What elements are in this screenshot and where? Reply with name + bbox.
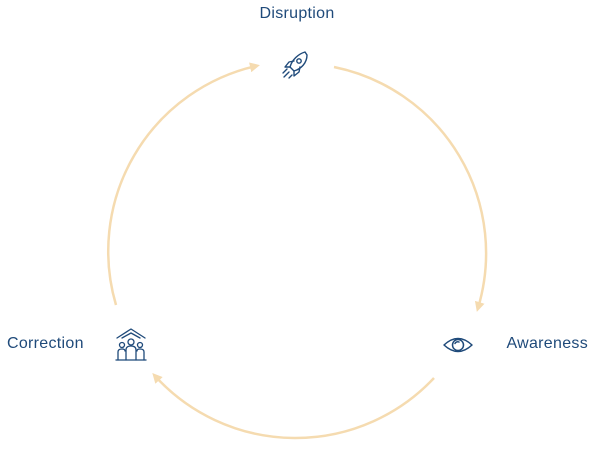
rocket-icon	[282, 51, 308, 79]
arrow-disruption-to-awareness	[333, 65, 488, 312]
arrow-correction-to-disruption	[106, 62, 260, 306]
team-icon	[115, 328, 147, 361]
node-label-awareness: Awareness	[506, 335, 588, 352]
node-label-disruption: Disruption	[259, 5, 335, 22]
eye-icon	[443, 337, 473, 353]
arrow-awareness-to-correction	[152, 373, 435, 440]
node-label-correction: Correction	[7, 335, 84, 352]
